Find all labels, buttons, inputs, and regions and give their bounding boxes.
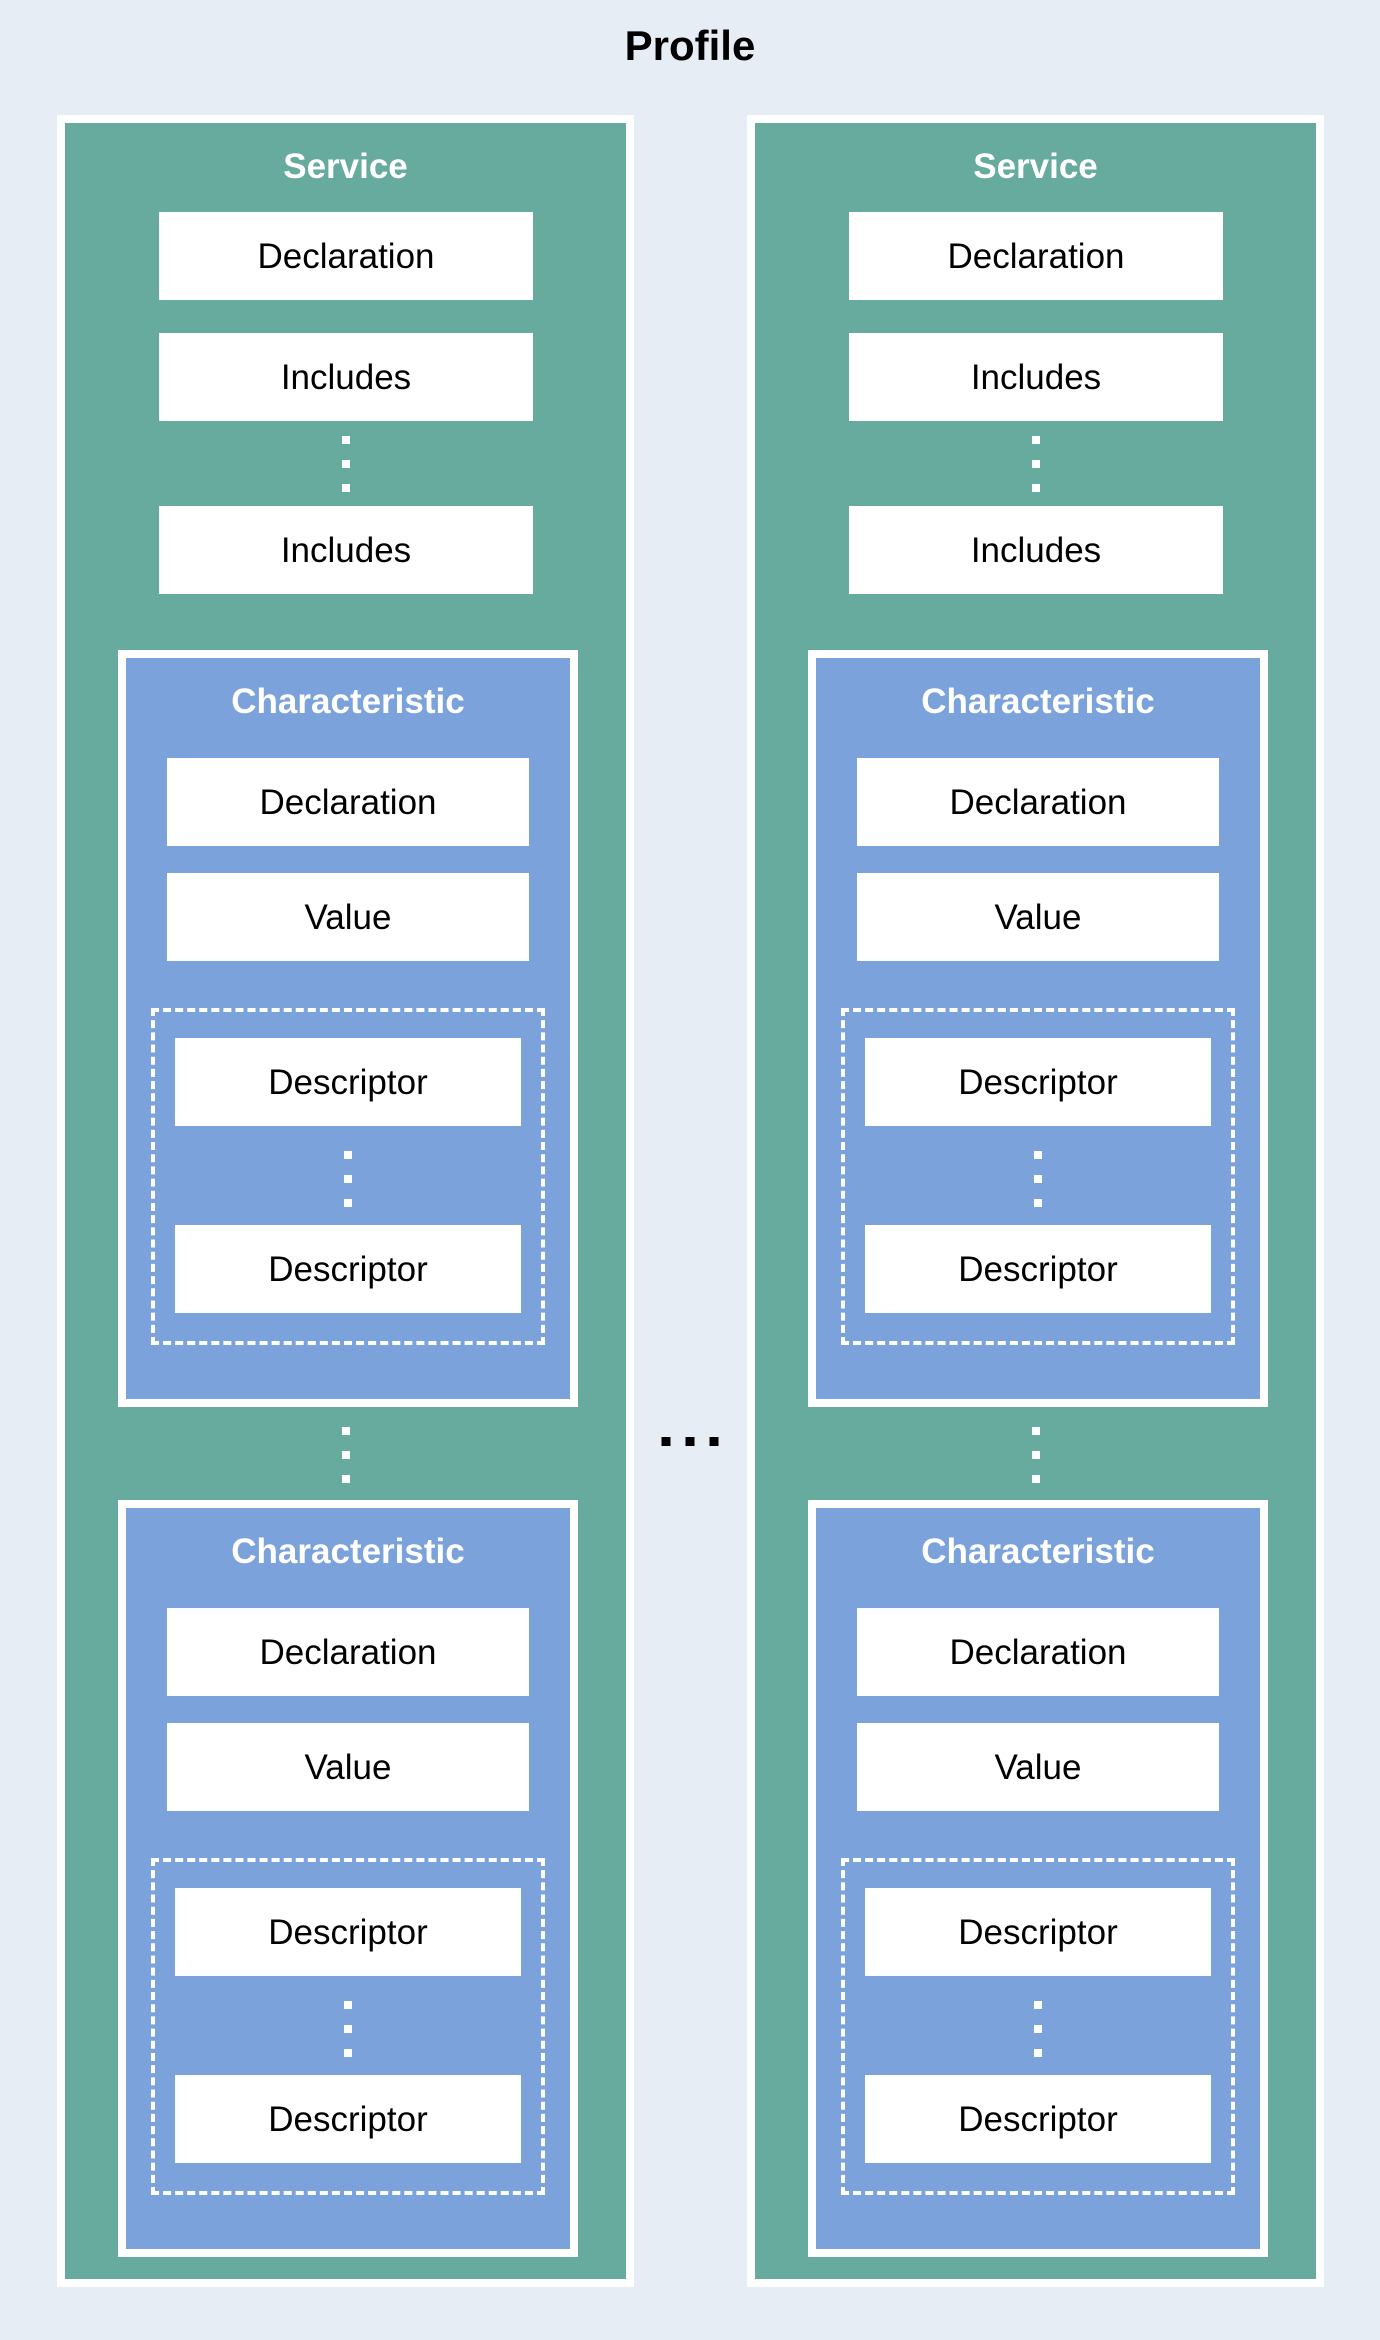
- dot: [661, 1437, 671, 1446]
- dot: [1034, 2049, 1042, 2057]
- service-box-1: Service Declaration Includes Includes Ch…: [57, 115, 634, 2287]
- vertical-ellipsis-icon: [755, 436, 1316, 492]
- characteristic-box-2: Characteristic Declaration Value Descrip…: [118, 1500, 578, 2257]
- service-box-2: Service Declaration Includes Includes Ch…: [747, 115, 1324, 2287]
- descriptor-group: Descriptor Descriptor: [151, 1858, 545, 2195]
- dot: [341, 1475, 350, 1483]
- service-title: Service: [283, 147, 408, 186]
- characteristic-box-1: Characteristic Declaration Value Descrip…: [808, 650, 1268, 1407]
- dot: [1031, 484, 1040, 492]
- characteristic-declaration-box: Declaration: [857, 758, 1219, 846]
- service-title: Service: [973, 147, 1098, 186]
- vertical-ellipsis-icon: [65, 436, 626, 492]
- descriptor-box: Descriptor: [175, 2075, 521, 2163]
- descriptor-box: Descriptor: [865, 1888, 1211, 1976]
- characteristic-declaration-box: Declaration: [167, 1608, 529, 1696]
- characteristic-value-box: Value: [167, 1723, 529, 1811]
- characteristic-title: Characteristic: [231, 1532, 465, 1571]
- dot: [344, 1175, 352, 1183]
- service-includes-box: Includes: [849, 506, 1223, 594]
- characteristic-declaration-box: Declaration: [857, 1608, 1219, 1696]
- characteristic-value-box: Value: [857, 873, 1219, 961]
- characteristic-title: Characteristic: [921, 682, 1155, 721]
- characteristic-title: Characteristic: [921, 1532, 1155, 1571]
- descriptor-box: Descriptor: [865, 1225, 1211, 1313]
- vertical-ellipsis-icon: [155, 2001, 541, 2057]
- horizontal-ellipsis-icon: [661, 1437, 719, 1446]
- descriptor-group: Descriptor Descriptor: [841, 1858, 1235, 2195]
- service-includes-box: Includes: [159, 506, 533, 594]
- descriptor-group: Descriptor Descriptor: [151, 1008, 545, 1345]
- dot: [1031, 1427, 1040, 1435]
- dot: [1031, 460, 1040, 468]
- dot: [344, 1151, 352, 1159]
- service-includes-box: Includes: [159, 333, 533, 421]
- characteristic-value-box: Value: [857, 1723, 1219, 1811]
- descriptor-box: Descriptor: [865, 1038, 1211, 1126]
- dot: [344, 2049, 352, 2057]
- descriptor-group: Descriptor Descriptor: [841, 1008, 1235, 1345]
- service-declaration-box: Declaration: [849, 212, 1223, 300]
- dot: [709, 1437, 719, 1446]
- dot: [1034, 2001, 1042, 2009]
- dot: [1031, 1475, 1040, 1483]
- characteristic-box-2: Characteristic Declaration Value Descrip…: [808, 1500, 1268, 2257]
- characteristic-title: Characteristic: [231, 682, 465, 721]
- dot: [1031, 436, 1040, 444]
- dot: [341, 1427, 350, 1435]
- dot: [341, 484, 350, 492]
- descriptor-box: Descriptor: [865, 2075, 1211, 2163]
- descriptor-box: Descriptor: [175, 1038, 521, 1126]
- dot: [1034, 2025, 1042, 2033]
- descriptor-box: Descriptor: [175, 1888, 521, 1976]
- dot: [341, 1451, 350, 1459]
- dot: [1034, 1199, 1042, 1207]
- service-declaration-box: Declaration: [159, 212, 533, 300]
- dot: [685, 1437, 695, 1446]
- dot: [344, 2025, 352, 2033]
- descriptor-box: Descriptor: [175, 1225, 521, 1313]
- dot: [341, 460, 350, 468]
- vertical-ellipsis-icon: [845, 2001, 1231, 2057]
- characteristic-value-box: Value: [167, 873, 529, 961]
- vertical-ellipsis-icon: [755, 1427, 1316, 1483]
- vertical-ellipsis-icon: [65, 1427, 626, 1483]
- characteristic-declaration-box: Declaration: [167, 758, 529, 846]
- dot: [1034, 1151, 1042, 1159]
- vertical-ellipsis-icon: [845, 1151, 1231, 1207]
- dot: [341, 436, 350, 444]
- dot: [344, 2001, 352, 2009]
- characteristic-box-1: Characteristic Declaration Value Descrip…: [118, 650, 578, 1407]
- dot: [1031, 1451, 1040, 1459]
- page-title: Profile: [624, 22, 756, 69]
- dot: [344, 1199, 352, 1207]
- service-includes-box: Includes: [849, 333, 1223, 421]
- dot: [1034, 1175, 1042, 1183]
- vertical-ellipsis-icon: [155, 1151, 541, 1207]
